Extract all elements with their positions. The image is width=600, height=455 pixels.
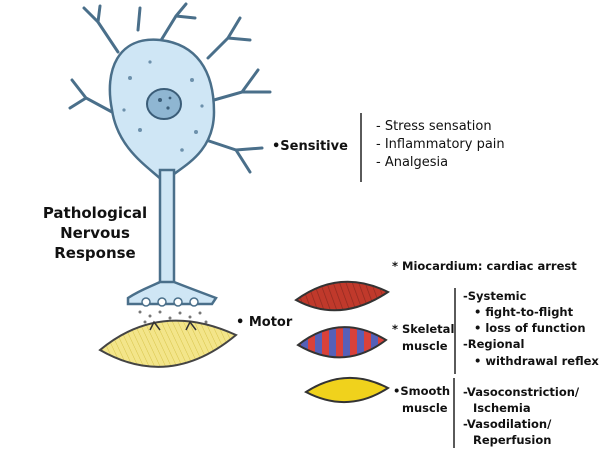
smooth-section: •Smooth muscle -Vasoconstriction/ Ischem… [393, 378, 580, 448]
title-line-1: Pathological [43, 204, 147, 222]
smooth-label-line2: muscle [402, 401, 448, 415]
sensitive-label: •Sensitive [272, 139, 348, 154]
smooth-muscle-icon [304, 377, 390, 403]
page-title: Pathological Nervous Response [43, 204, 147, 262]
motor-label: • Motor [236, 315, 293, 330]
smooth-item-4: Reperfusion [473, 433, 551, 447]
sensitive-item-3: - Analgesia [376, 155, 448, 170]
smooth-item-2: Ischemia [473, 401, 531, 415]
cardiac-muscle-icon [294, 280, 390, 312]
skeletal-label-line1: * Skeletal [392, 322, 454, 336]
title-line-3: Response [54, 244, 135, 262]
skeletal-item-4: -Regional [463, 337, 524, 351]
synaptic-vesicle-icons [141, 297, 199, 307]
skeletal-item-1: -Systemic [463, 289, 527, 303]
sensitive-item-2: - Inflammatory pain [376, 137, 505, 152]
nucleus [146, 88, 182, 120]
smooth-item-1: -Vasoconstriction/ [463, 385, 580, 399]
smooth-label-line1: •Smooth [393, 384, 450, 398]
skeletal-item-3: • loss of function [474, 321, 586, 335]
target-muscle-icon [98, 319, 238, 368]
neuron-illustration [68, 2, 272, 307]
title-line-2: Nervous [60, 224, 130, 242]
sensitive-section: •Sensitive - Stress sensation - Inflamma… [272, 113, 505, 182]
smooth-item-3: -Vasodilation/ [463, 417, 552, 431]
miocardium-label: * Miocardium: cardiac arrest [392, 259, 577, 273]
skeletal-item-2: • fight-to-flight [474, 305, 574, 319]
skeletal-label-line2: muscle [402, 339, 448, 353]
sensitive-item-1: - Stress sensation [376, 119, 492, 134]
skeletal-section: * Skeletal muscle -Systemic • fight-to-f… [392, 288, 599, 374]
skeletal-item-5: • withdrawal reflex [474, 354, 599, 368]
skeletal-muscle-icon [296, 326, 388, 359]
